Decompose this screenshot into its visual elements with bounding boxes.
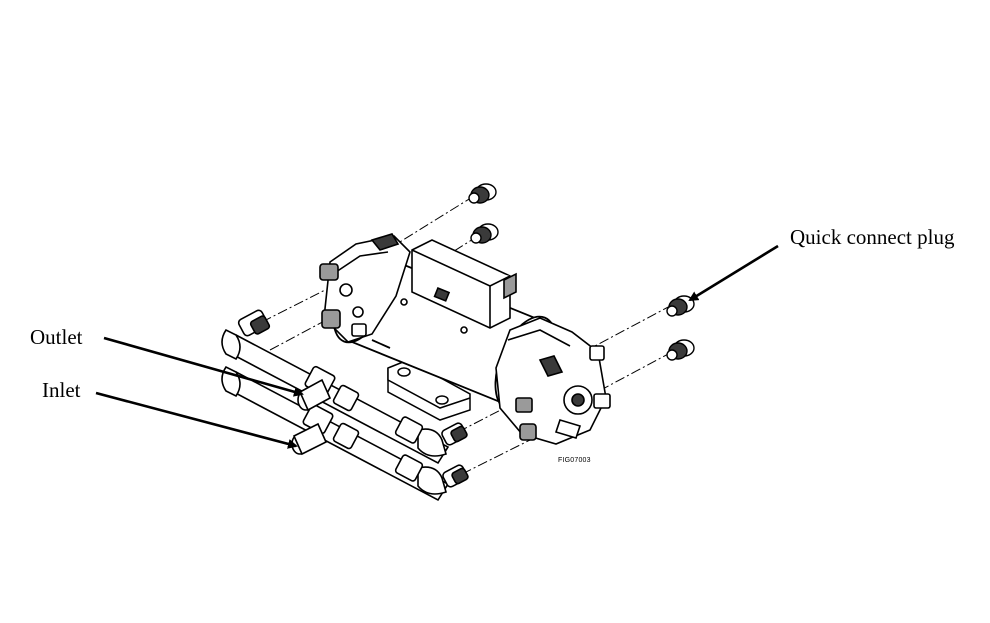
outlet-label: Outlet bbox=[30, 325, 83, 349]
manifold-pipes bbox=[221, 309, 469, 502]
quick-connect-arrow bbox=[688, 244, 779, 302]
outlet-arrow bbox=[103, 336, 304, 397]
quick-connect-plug-label: Quick connect plug bbox=[790, 225, 955, 249]
right-pump-head bbox=[495, 317, 611, 445]
inlet-label: Inlet bbox=[42, 378, 81, 402]
switch-box bbox=[400, 239, 517, 334]
quick-connect-plug-top-2 bbox=[470, 223, 499, 244]
quick-connect-plug-right-2 bbox=[666, 339, 695, 361]
mounting-bracket bbox=[387, 359, 471, 421]
callout-arrows bbox=[95, 244, 779, 449]
quick-connect-plug-top-1 bbox=[468, 183, 497, 204]
inlet-arrow bbox=[95, 391, 298, 449]
left-pump-head bbox=[319, 233, 411, 343]
figure-id-label: FIG07003 bbox=[558, 457, 591, 464]
